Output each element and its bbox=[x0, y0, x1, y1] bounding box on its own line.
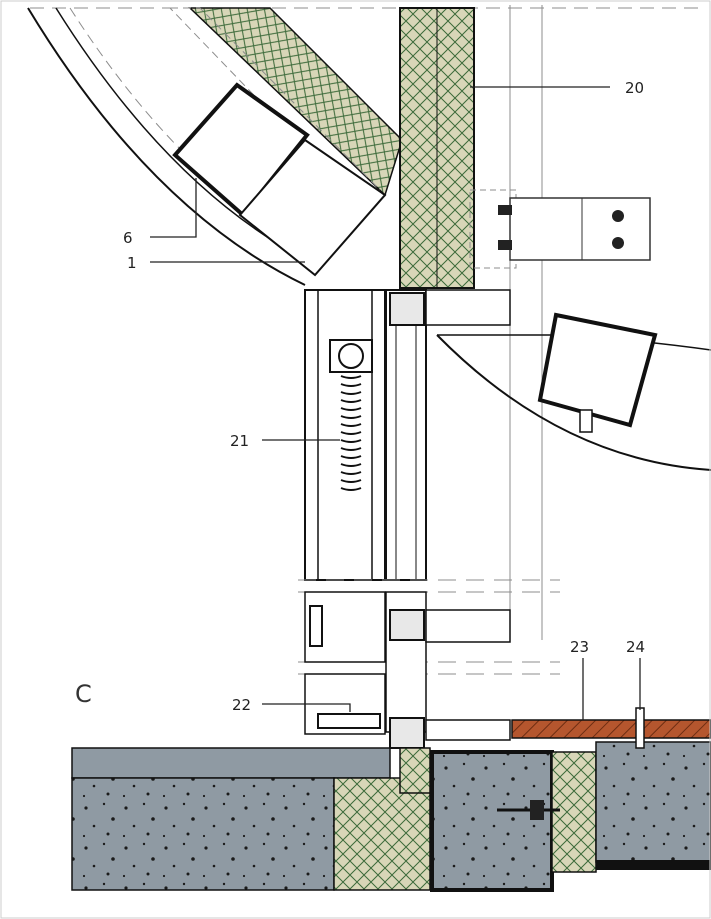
callout-20: 20 bbox=[625, 79, 644, 97]
leader-lines bbox=[150, 86, 641, 720]
window-mullion-column bbox=[304, 289, 511, 581]
callout-23: 23 bbox=[570, 638, 589, 656]
section-letter: C bbox=[75, 680, 92, 708]
steel-bracket bbox=[498, 197, 651, 261]
lower-mullion bbox=[304, 591, 511, 749]
right-curved-soffit bbox=[436, 312, 711, 471]
floor-slab bbox=[71, 747, 431, 891]
roller-blind bbox=[329, 339, 373, 491]
callout-21: 21 bbox=[230, 432, 249, 450]
upper-wall-insulation bbox=[399, 7, 517, 289]
callout-24: 24 bbox=[626, 638, 645, 656]
callout-6: 6 bbox=[123, 229, 133, 247]
terrace-buildup bbox=[430, 707, 711, 892]
callout-22: 22 bbox=[232, 696, 251, 714]
curved-roof-envelope bbox=[27, 7, 403, 286]
fascia-panel bbox=[238, 138, 387, 277]
callout-1: 1 bbox=[127, 254, 137, 272]
